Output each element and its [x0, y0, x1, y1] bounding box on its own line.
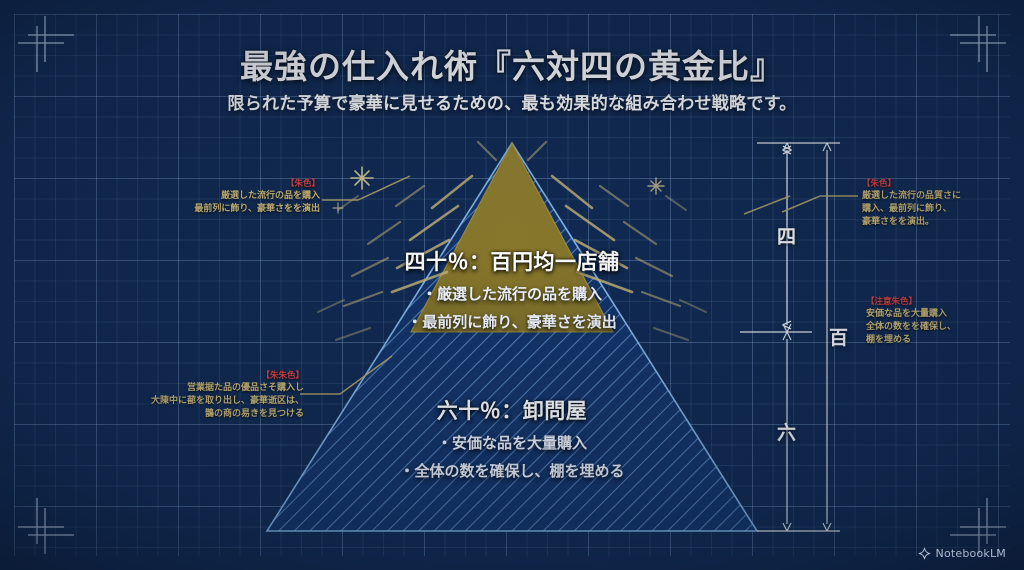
annotation-top-right-line-1: 厳選した流行の品質さに: [862, 191, 962, 202]
bottom-section-bullet-1: ・安価な品を大量購入: [436, 434, 587, 452]
annotation-bottom-right: 【注意朱色】 安価な品を大量購入 全体の数をを確保し、 棚を埋める: [866, 296, 1024, 347]
annotation-bottom-right-line-3: 棚を埋める: [866, 335, 912, 346]
dimension-label-top: 四: [777, 226, 797, 248]
annotation-top-left: 【朱色】 厳選した流行の品を購入 最前列に飾り、豪華さをを演出: [150, 178, 320, 216]
page-title: 最強の仕入れ術『六対四の黄金比』: [240, 47, 784, 86]
spark-icon: [918, 547, 930, 560]
watermark-label: NotebookLM: [935, 547, 1006, 560]
annotation-top-right: 【朱色】 厳選した流行の品質さに 購入、最前列に飾り、 豪華さをを演出。: [862, 178, 1022, 229]
annotation-top-left-line-1: 厳選した流行の品を購入: [220, 191, 320, 202]
annotation-bottom-right-tag: 【注意朱色】: [866, 297, 918, 307]
annotation-top-right-tag: 【朱色】: [862, 179, 897, 189]
annotation-bottom-right-line-1: 安価な品を大量購入: [866, 309, 948, 320]
notebooklm-watermark: NotebookLM: [918, 547, 1006, 560]
dimension-label-bottom: 六: [777, 422, 797, 444]
annotation-bottom-left-line-3: 鵲の商の易きを見つける: [204, 409, 304, 420]
annotation-top-left-tag: 【朱色】: [285, 179, 320, 189]
annotation-top-left-line-2: 最前列に飾り、豪華さをを演出: [194, 204, 320, 215]
annotation-bottom-left: 【朱朱色】 営業据た品の優品さそ購入し 大陳中に蔀を取り出し、豪華逝区は、 鵲の…: [108, 370, 304, 421]
annotation-top-right-line-2: 購入、最前列に飾り、: [862, 204, 952, 215]
dimension-label-total: 百: [829, 327, 849, 349]
annotation-bottom-left-tag: 【朱朱色】: [261, 371, 304, 381]
page-subtitle: 限られた予算で豪華に見せるための、最も効果的な組み合わせ戦略です。: [227, 94, 797, 114]
annotation-top-right-line-3: 豪華さをを演出。: [862, 217, 935, 228]
bottom-section-bullet-2: ・全体の数を確保し、棚を埋める: [399, 462, 625, 480]
top-section-heading: 四十％：百円均一店舗: [404, 250, 620, 274]
annotation-bottom-right-line-2: 全体の数をを確保し、: [866, 322, 957, 333]
annotation-bottom-left-line-1: 営業据た品の優品さそ購入し: [186, 383, 304, 394]
annotation-bottom-left-line-2: 大陳中に蔀を取り出し、豪華逝区は、: [150, 396, 304, 407]
